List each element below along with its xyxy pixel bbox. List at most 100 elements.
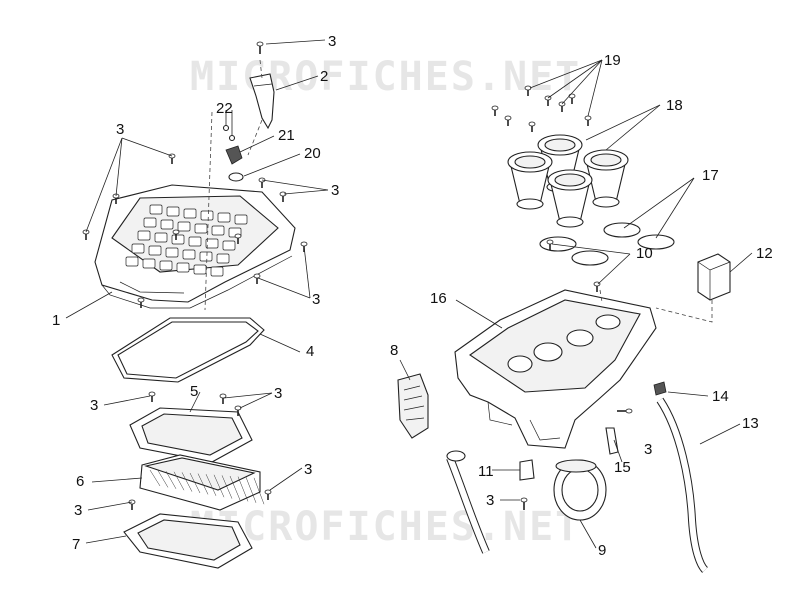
screw — [584, 115, 592, 126]
screw — [172, 229, 180, 240]
cover-cell — [148, 245, 162, 256]
callout-22: 22 — [216, 100, 233, 117]
cover-cell — [131, 243, 145, 254]
callout-1: 1 — [52, 312, 60, 329]
cover-cell — [183, 208, 197, 219]
leader-lines — [65, 39, 753, 549]
callout-7: 7 — [72, 536, 80, 553]
velocity-stack — [547, 169, 593, 228]
leader-line — [259, 333, 301, 353]
callout-5: 5 — [190, 383, 198, 400]
part-screws-22 — [222, 124, 236, 142]
callout-10: 10 — [636, 245, 653, 262]
part-airbox-base — [454, 289, 657, 449]
screw — [491, 105, 499, 116]
screw — [258, 177, 266, 188]
callout-8: 8 — [390, 342, 398, 359]
leader-line — [243, 153, 301, 177]
filter-pleat — [237, 476, 249, 502]
leader-line — [597, 253, 631, 285]
leader-line — [699, 423, 741, 445]
cover-cell — [216, 253, 230, 264]
callout-3i: 3 — [644, 441, 652, 458]
screw — [148, 391, 156, 402]
part-hose-13 — [656, 397, 709, 573]
leader-line — [269, 467, 303, 491]
cover-cell — [142, 258, 156, 269]
filter-pleat — [205, 474, 217, 496]
cover-cell — [154, 232, 168, 243]
part-ring-9 — [553, 459, 607, 521]
leader-line — [551, 243, 631, 255]
callout-6: 6 — [76, 473, 84, 490]
leader-line — [261, 179, 329, 191]
callout-3c: 3 — [331, 182, 339, 199]
part-filter-base — [123, 513, 253, 569]
leader-line — [585, 104, 661, 141]
cover-cell — [210, 266, 224, 277]
leader-line — [729, 252, 753, 273]
cover-cell — [176, 262, 190, 273]
filter-pleat — [245, 477, 257, 503]
screw — [128, 499, 136, 510]
cover-cell — [149, 204, 163, 215]
part-hose-left — [446, 450, 490, 554]
leader-line — [399, 359, 411, 381]
callout-3h: 3 — [74, 502, 82, 519]
leader-line — [223, 392, 273, 399]
callout-3b: 3 — [116, 121, 124, 138]
callout-3a: 3 — [328, 33, 336, 50]
cover-cell — [137, 230, 151, 241]
screw — [234, 405, 242, 416]
part-bracket — [249, 73, 275, 130]
callout-9: 9 — [598, 542, 606, 559]
part-bracket-11 — [519, 459, 535, 481]
cover-cell — [125, 256, 139, 267]
watermark-top: MICROFICHES.NET — [190, 54, 581, 100]
part-gasket-4 — [111, 317, 265, 383]
cover-cell — [165, 247, 179, 258]
cover-cell — [193, 264, 207, 275]
leader-line — [605, 104, 661, 151]
callout-12: 12 — [756, 245, 773, 262]
cover-cell — [188, 236, 202, 247]
callout-2: 2 — [320, 68, 328, 85]
filter-pleat — [173, 471, 185, 491]
screw — [617, 408, 633, 414]
leader-line — [239, 392, 273, 409]
leader-line — [257, 277, 311, 299]
filter-pleat — [221, 475, 233, 499]
cover-cell — [199, 251, 213, 262]
cover-cell — [211, 225, 225, 236]
cover-cell — [205, 238, 219, 249]
screw — [504, 115, 512, 126]
leader-line — [121, 137, 173, 157]
callout-17: 17 — [702, 167, 719, 184]
callout-3j: 3 — [486, 492, 494, 509]
filter-pleat — [149, 469, 161, 487]
leader-line — [275, 75, 319, 91]
callout-18: 18 — [666, 97, 683, 114]
velocity-stack — [507, 151, 553, 210]
screw — [546, 239, 554, 250]
leader-line — [283, 189, 329, 195]
callout-3f: 3 — [274, 385, 282, 402]
filter-pleat — [181, 472, 193, 492]
screw — [279, 191, 287, 202]
leader-line — [667, 391, 709, 397]
callout-21: 21 — [278, 127, 295, 144]
screw — [544, 95, 552, 106]
callout-labels: 1 2 3 3 3 3 3 3 3 3 3 3 4 5 6 7 8 9 10 1… — [52, 33, 773, 559]
leader-line — [239, 135, 275, 153]
filter-pleat — [165, 471, 177, 489]
part-element-8 — [397, 373, 429, 439]
cover-cell — [160, 219, 174, 230]
leader-line — [265, 39, 326, 45]
leader-line — [85, 535, 127, 544]
callout-3g: 3 — [304, 461, 312, 478]
screw — [256, 41, 264, 54]
cover-cell — [177, 221, 191, 232]
cover-cell — [182, 249, 196, 260]
callout-15: 15 — [614, 459, 631, 476]
